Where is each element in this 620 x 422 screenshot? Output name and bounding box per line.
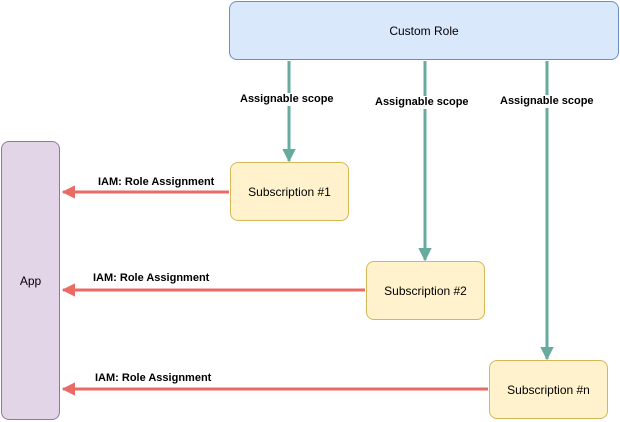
scope-label-2: Assignable scope [374,96,470,109]
assignment-label-1: IAM: Role Assignment [97,176,216,189]
assignment-label-n: IAM: Role Assignment [94,372,213,385]
subscription-n-node[interactable]: Subscription #n [489,360,608,419]
subscription-2-node[interactable]: Subscription #2 [366,261,485,320]
subscription-1-node[interactable]: Subscription #1 [230,162,349,221]
app-node[interactable]: App [1,141,60,420]
app-label: App [19,273,42,288]
custom-role-label: Custom Role [389,23,459,38]
subscription-2-label: Subscription #2 [384,283,467,298]
assignment-label-2: IAM: Role Assignment [92,272,211,285]
scope-label-1: Assignable scope [239,93,335,106]
subscription-n-label: Subscription #n [507,382,590,397]
scope-label-n: Assignable scope [499,95,595,108]
subscription-1-label: Subscription #1 [248,184,331,199]
custom-role-node[interactable]: Custom Role [229,1,619,60]
